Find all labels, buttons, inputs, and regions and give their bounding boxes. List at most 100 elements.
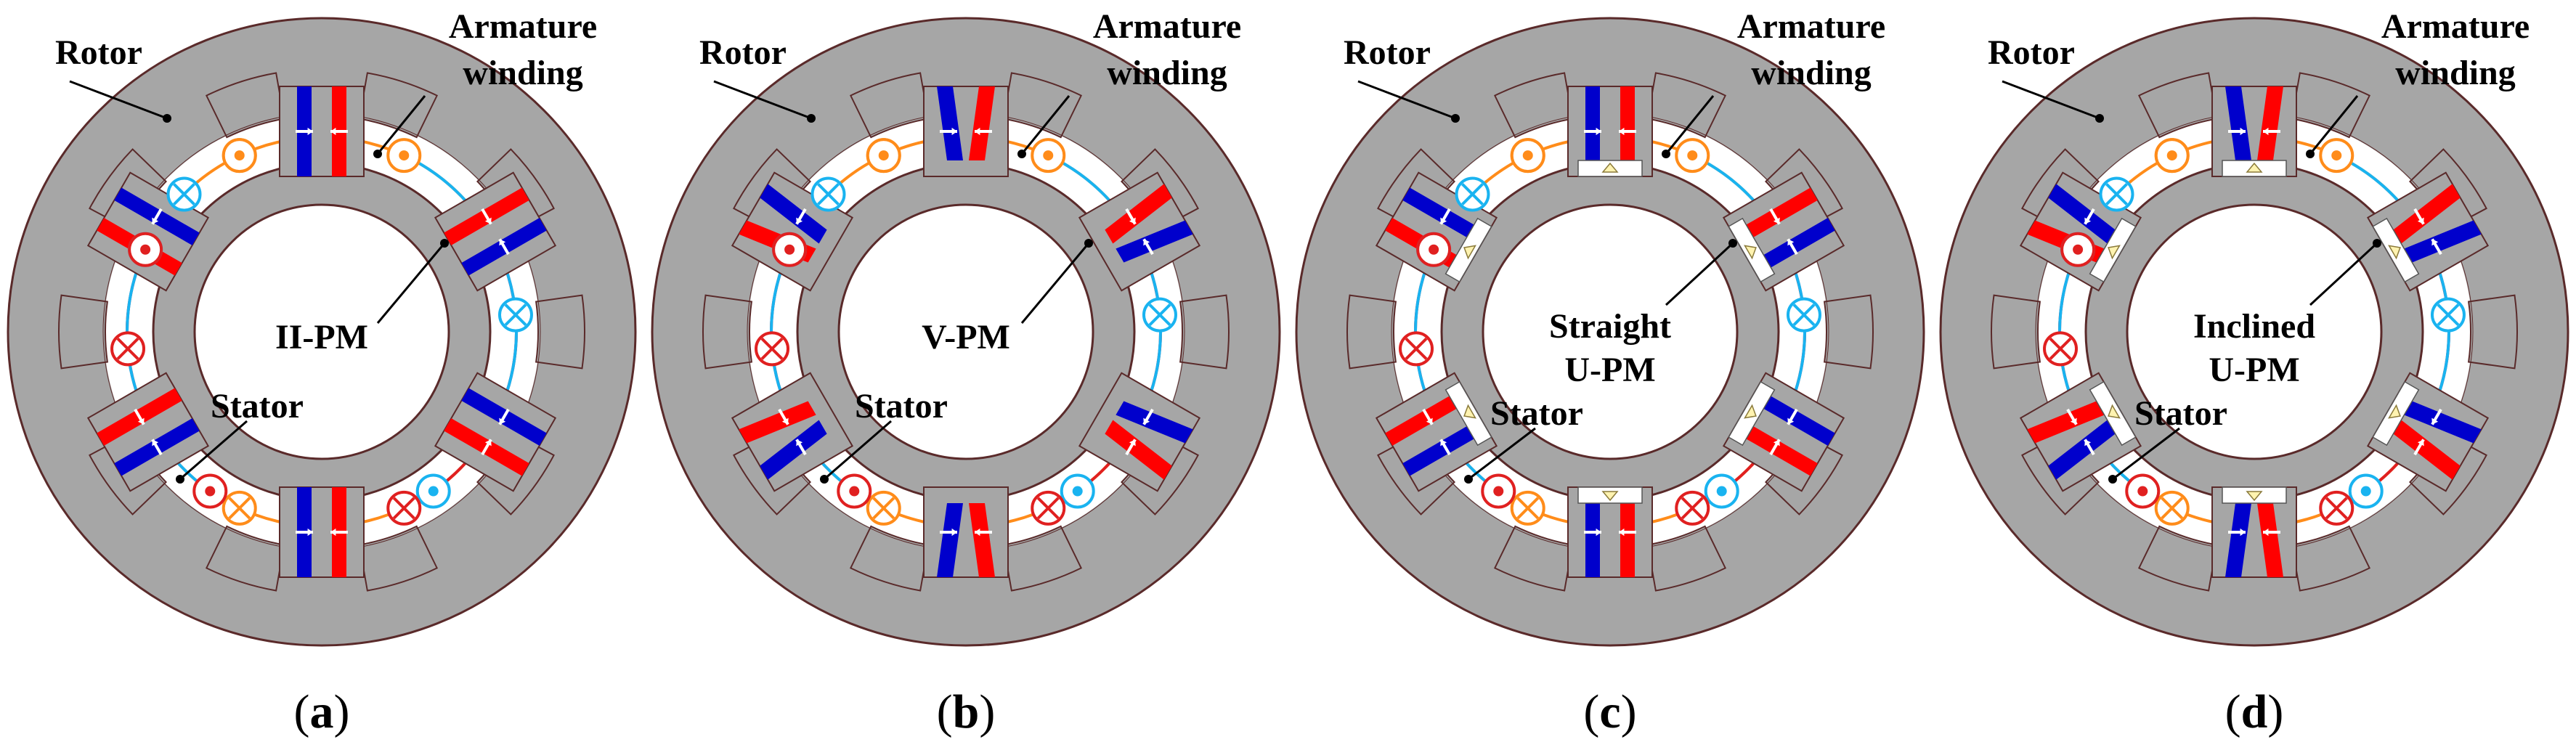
stator-tooth (923, 486, 1009, 578)
magnetization-arrow-left-head (2417, 217, 2424, 224)
pm-leader (1020, 242, 1090, 324)
pm-bar-right (1385, 395, 1458, 446)
coil-dot (140, 244, 151, 255)
rotor-tooth (702, 294, 753, 370)
coil-cross-line-b (2049, 337, 2072, 360)
pm-bar-right (739, 401, 816, 444)
pm-module-2 (1722, 372, 1845, 492)
pm-bar-right (1585, 502, 1600, 577)
rotor-leader-dot (1451, 114, 1460, 123)
pm-module-2 (434, 372, 557, 492)
pm-module-3 (2211, 486, 2297, 578)
coil-dot (1429, 244, 1439, 255)
rotor-label: Rotor (699, 33, 787, 72)
coil-dot (849, 486, 860, 497)
pm-bridge-arrow (2388, 245, 2401, 260)
rotor-tooth (535, 294, 585, 370)
winding-leader-dot (373, 150, 382, 158)
winding-leader-dot (1017, 150, 1026, 158)
pm-bar-left (1116, 401, 1193, 444)
magnetization-arrow-left-head (307, 127, 313, 136)
stator-bore (193, 203, 450, 460)
rotor-leader (1357, 80, 1456, 120)
magnetization-arrow-left-head (1596, 127, 1601, 136)
pm-bar-left (969, 503, 995, 577)
motor-diagram-b: Rotor Armature winding V-PM Stator (b) (651, 7, 1281, 738)
pm-bridge-arrow (2246, 162, 2263, 173)
coil-dot (2360, 486, 2371, 497)
pm-label-line1: Inclined (2193, 307, 2315, 346)
magnetization-arrow-right-head (1426, 417, 1433, 425)
winding-label-line2: winding (1751, 54, 1871, 92)
magnetization-arrow-left-head (1787, 417, 1795, 425)
coil-cross-line-b (173, 183, 195, 205)
motor-diagram-c: Rotor Armature winding Straight U-PM Sta… (1295, 7, 1925, 738)
stator-leader (179, 420, 248, 481)
pm-module-4 (731, 372, 854, 492)
rotor-label: Rotor (1988, 33, 2075, 72)
winding-leader-dot (2306, 150, 2315, 158)
stator-leader-dot (176, 475, 184, 484)
coil-cross-line-b (817, 183, 840, 205)
stator-tooth (279, 86, 365, 177)
coil-cross-line-b (1516, 497, 1540, 520)
rotor-tooth (1346, 294, 1397, 370)
magnetization-arrow-right-head (1440, 217, 1447, 224)
pm-module-0 (2211, 86, 2297, 177)
pm-bar-left (760, 420, 827, 480)
stator-leader-dot (1464, 475, 1473, 484)
pm-bar-right (1620, 86, 1635, 162)
magnetization-arrow-right-head (1619, 127, 1625, 136)
coil-cross-line-b (2437, 303, 2460, 327)
coil-cross-line-b (2161, 497, 2184, 520)
magnetization-arrow-right-head (975, 127, 980, 136)
magnetization-arrow-right-head (2417, 439, 2424, 447)
rotor-leader-dot (163, 114, 171, 123)
pm-bar-right (2404, 220, 2482, 263)
magnetization-arrow-right-head (499, 239, 506, 246)
stator-label: Stator (855, 387, 948, 425)
pm-bridge-arrow (2246, 491, 2263, 502)
pm-bar-right (2048, 184, 2116, 244)
magnetization-arrow-right-head (2431, 239, 2439, 246)
coil-dot (878, 150, 889, 161)
pm-module-3 (1567, 486, 1653, 578)
winding-leader (376, 95, 426, 155)
pm-leader-dot (440, 239, 449, 248)
pm-bar-left (2225, 86, 2251, 160)
pm-module-4 (86, 372, 210, 492)
stator-label: Stator (211, 387, 304, 425)
coil-dot (2166, 150, 2177, 161)
panel-c: Rotor Armature winding Straight U-PM Sta… (1288, 0, 1933, 750)
pm-leader-dot (1084, 239, 1093, 248)
magnetization-arrow-right-head (2070, 417, 2077, 425)
magnetization-arrow-left-head (951, 127, 957, 136)
stator-leader-dot (820, 475, 829, 484)
coil-dot (1522, 150, 1533, 161)
rotor-tooth (1002, 72, 1083, 139)
pm-bar-right (1116, 220, 1193, 263)
pm-bridge-arrow (2108, 404, 2121, 419)
pm-bridge-arrow (1463, 245, 1476, 260)
pm-module-1 (1078, 171, 1201, 292)
pm-bar-left (1402, 425, 1476, 476)
stator-leader (1468, 427, 1536, 481)
rotor-tooth (2137, 525, 2218, 592)
pm-bar-right (1402, 187, 1476, 238)
magnetization-arrow-left-head (330, 528, 336, 537)
pm-module-1 (434, 171, 557, 292)
coil-dot (399, 150, 410, 161)
winding-label-line1: Armature (449, 7, 597, 46)
pm-bar-left (1105, 184, 1172, 244)
magnetization-arrow-right-head (2263, 127, 2269, 136)
stator-label: Stator (1490, 394, 1583, 433)
magnetization-arrow-left-head (1129, 217, 1136, 224)
caption-b: (b) (937, 685, 996, 738)
rotor-tooth (1823, 294, 1874, 370)
pm-module-0 (1567, 86, 1653, 177)
magnetization-arrow-right-head (1129, 439, 1136, 447)
pm-bar-right (1762, 218, 1835, 269)
magnetization-arrow-left-head (2240, 127, 2246, 136)
pm-bridge-arrow (1463, 404, 1476, 419)
pm-label-line2: U-PM (1564, 351, 1655, 389)
